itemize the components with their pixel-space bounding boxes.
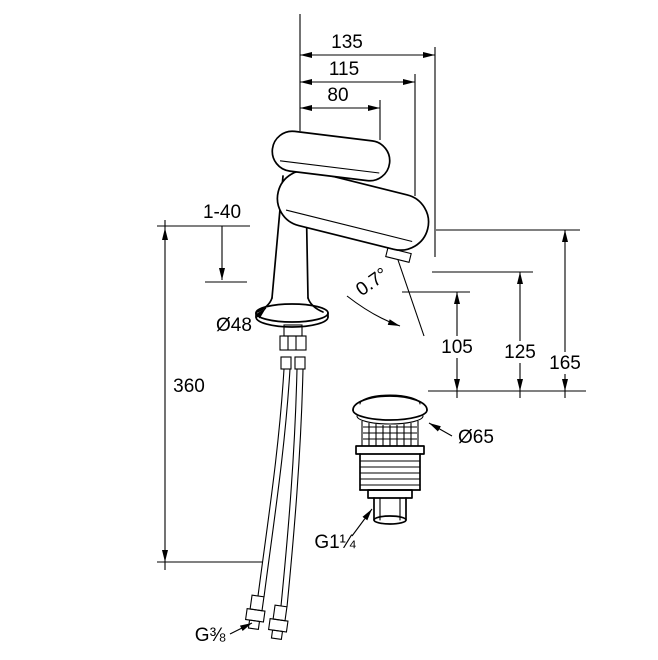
- dim-label-80: 80: [327, 85, 348, 106]
- dim-label-spout-angle: 0.7°: [352, 264, 392, 301]
- dim-label-supply-thread: G⅜: [195, 625, 226, 646]
- popup-waste-drawing: [352, 394, 428, 525]
- spout: [276, 169, 430, 264]
- waste-strainer: [361, 421, 419, 446]
- label-bg-125: [500, 341, 540, 363]
- dim-label-mounting-range: 1-40: [203, 202, 241, 223]
- leader-waste-thread: [351, 508, 373, 537]
- leader-supply-thread: [229, 622, 253, 635]
- label-bg-165: [545, 352, 585, 374]
- mounting-shank: [279, 324, 307, 370]
- dim-label-165: 165: [549, 353, 581, 374]
- waste-thread-body: [359, 453, 421, 491]
- dim-label-125: 125: [504, 342, 536, 363]
- dim-label-105: 105: [441, 337, 473, 358]
- supply-hoses: [244, 368, 304, 640]
- label-bg-105: [437, 336, 477, 358]
- base-escutcheon: [255, 303, 329, 328]
- leader-base-diameter: [255, 307, 267, 319]
- angle-arc: [346, 295, 401, 327]
- waste-step: [367, 489, 413, 499]
- hose-fitting-left: [244, 594, 266, 630]
- waste-flange: [355, 445, 425, 455]
- dim-label-waste-diameter: Ø65: [458, 427, 494, 448]
- angle-reference-line: [397, 259, 425, 337]
- handle-lever: [271, 130, 391, 182]
- waste-cap: [352, 394, 428, 425]
- leader-waste-diameter: [428, 422, 453, 437]
- aerator-outlet: [385, 247, 412, 264]
- dimensions: 135 115 80 1-40 Ø48 360 0.7° 105: [157, 14, 586, 646]
- dim-label-base-diameter: Ø48: [216, 315, 252, 336]
- dim-label-115: 115: [329, 59, 359, 80]
- dim-label-135: 135: [331, 32, 363, 53]
- hose-fitting-right: [267, 604, 289, 640]
- waste-tailpipe: [373, 497, 407, 525]
- label-bg-360: [168, 373, 210, 397]
- dim-label-waste-thread: G1¼: [314, 532, 356, 553]
- dim-label-360: 360: [173, 376, 205, 397]
- faucet-drawing: [244, 130, 430, 640]
